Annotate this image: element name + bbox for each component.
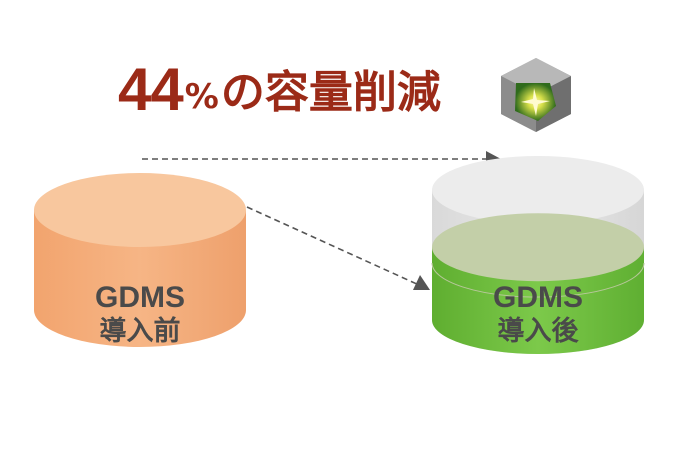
headline-text: の容量削減 xyxy=(220,67,441,118)
after-label: GDMS 導入後 xyxy=(438,280,638,348)
after-label-line2: 導入後 xyxy=(497,316,579,347)
headline-number: 44 xyxy=(118,56,184,123)
before-label-line2: 導入前 xyxy=(99,316,181,347)
before-cylinder xyxy=(34,173,246,347)
after-cylinder xyxy=(431,156,645,354)
gdms-cube-logo-icon xyxy=(501,58,571,132)
headline: 44 % の容量削減 xyxy=(118,50,510,130)
before-label-line1: GDMS xyxy=(95,281,185,314)
diagonal-arrow xyxy=(246,206,430,290)
top-arrow xyxy=(142,151,501,167)
after-label-line1: GDMS xyxy=(493,281,583,314)
headline-percent-sign: % xyxy=(184,77,219,117)
before-label: GDMS 導入前 xyxy=(40,280,240,348)
